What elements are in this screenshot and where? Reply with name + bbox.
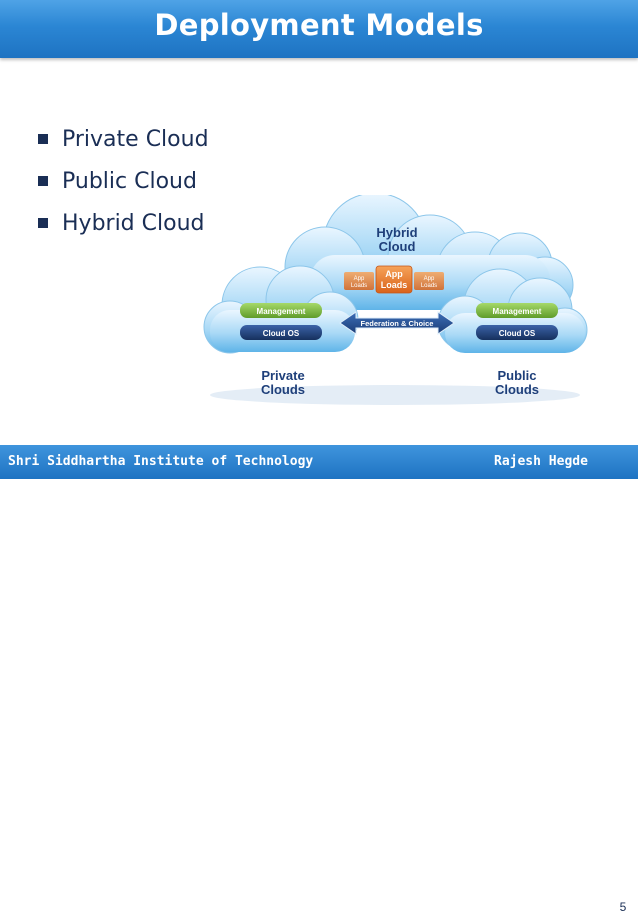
cloud-os-text: Cloud OS	[263, 329, 300, 338]
public-clouds-label: Public	[497, 368, 536, 383]
square-bullet-icon	[38, 134, 48, 144]
private-clouds-label: Private	[261, 368, 304, 383]
page-number: 5	[619, 900, 627, 914]
footer-bar: Shri Siddhartha Institute of Technology …	[0, 445, 638, 920]
hybrid-cloud-diagram: Hybrid Cloud App Loads App Loads App Loa…	[203, 195, 588, 405]
right-cloud-os-bar: Cloud OS	[476, 325, 558, 340]
federation-arrow: Federation & Choice	[339, 311, 455, 335]
hybrid-cloud-label: Cloud	[379, 239, 416, 254]
small-app-loads-right: App Loads	[414, 272, 444, 290]
small-app-text: App	[424, 276, 435, 282]
app-loads-text: Loads	[381, 280, 408, 290]
right-management-bar: Management	[476, 303, 558, 318]
institute-name: Shri Siddhartha Institute of Technology	[8, 454, 314, 469]
bullet-item: Hybrid Cloud	[38, 202, 209, 244]
app-loads-text: App	[385, 269, 403, 279]
diagram-shadow	[210, 385, 580, 405]
small-loads-text: Loads	[421, 283, 437, 289]
cloud-os-text: Cloud OS	[499, 329, 536, 338]
bullet-text: Private Cloud	[62, 126, 209, 152]
federation-text: Federation & Choice	[361, 319, 434, 328]
bullet-text: Public Cloud	[62, 168, 197, 194]
private-clouds-label: Clouds	[261, 382, 305, 397]
square-bullet-icon	[38, 176, 48, 186]
management-text: Management	[257, 307, 306, 316]
author-name: Rajesh Hegde	[494, 454, 588, 469]
bullet-item: Public Cloud	[38, 160, 209, 202]
management-text: Management	[493, 307, 542, 316]
bullet-text: Hybrid Cloud	[62, 210, 205, 236]
left-management-bar: Management	[240, 303, 322, 318]
public-clouds-label: Clouds	[495, 382, 539, 397]
small-app-text: App	[354, 276, 365, 282]
app-loads-box: App Loads	[375, 265, 413, 294]
slide-title: Deployment Models	[154, 8, 484, 42]
bullet-list: Private Cloud Public Cloud Hybrid Cloud	[38, 118, 209, 244]
bullet-item: Private Cloud	[38, 118, 209, 160]
hybrid-cloud-label: Hybrid	[376, 225, 417, 240]
page-number-box: 5	[612, 894, 634, 920]
square-bullet-icon	[38, 218, 48, 228]
small-app-loads-left: App Loads	[344, 272, 374, 290]
small-loads-text: Loads	[351, 283, 367, 289]
left-cloud-os-bar: Cloud OS	[240, 325, 322, 340]
title-bar: Deployment Models	[0, 0, 638, 58]
